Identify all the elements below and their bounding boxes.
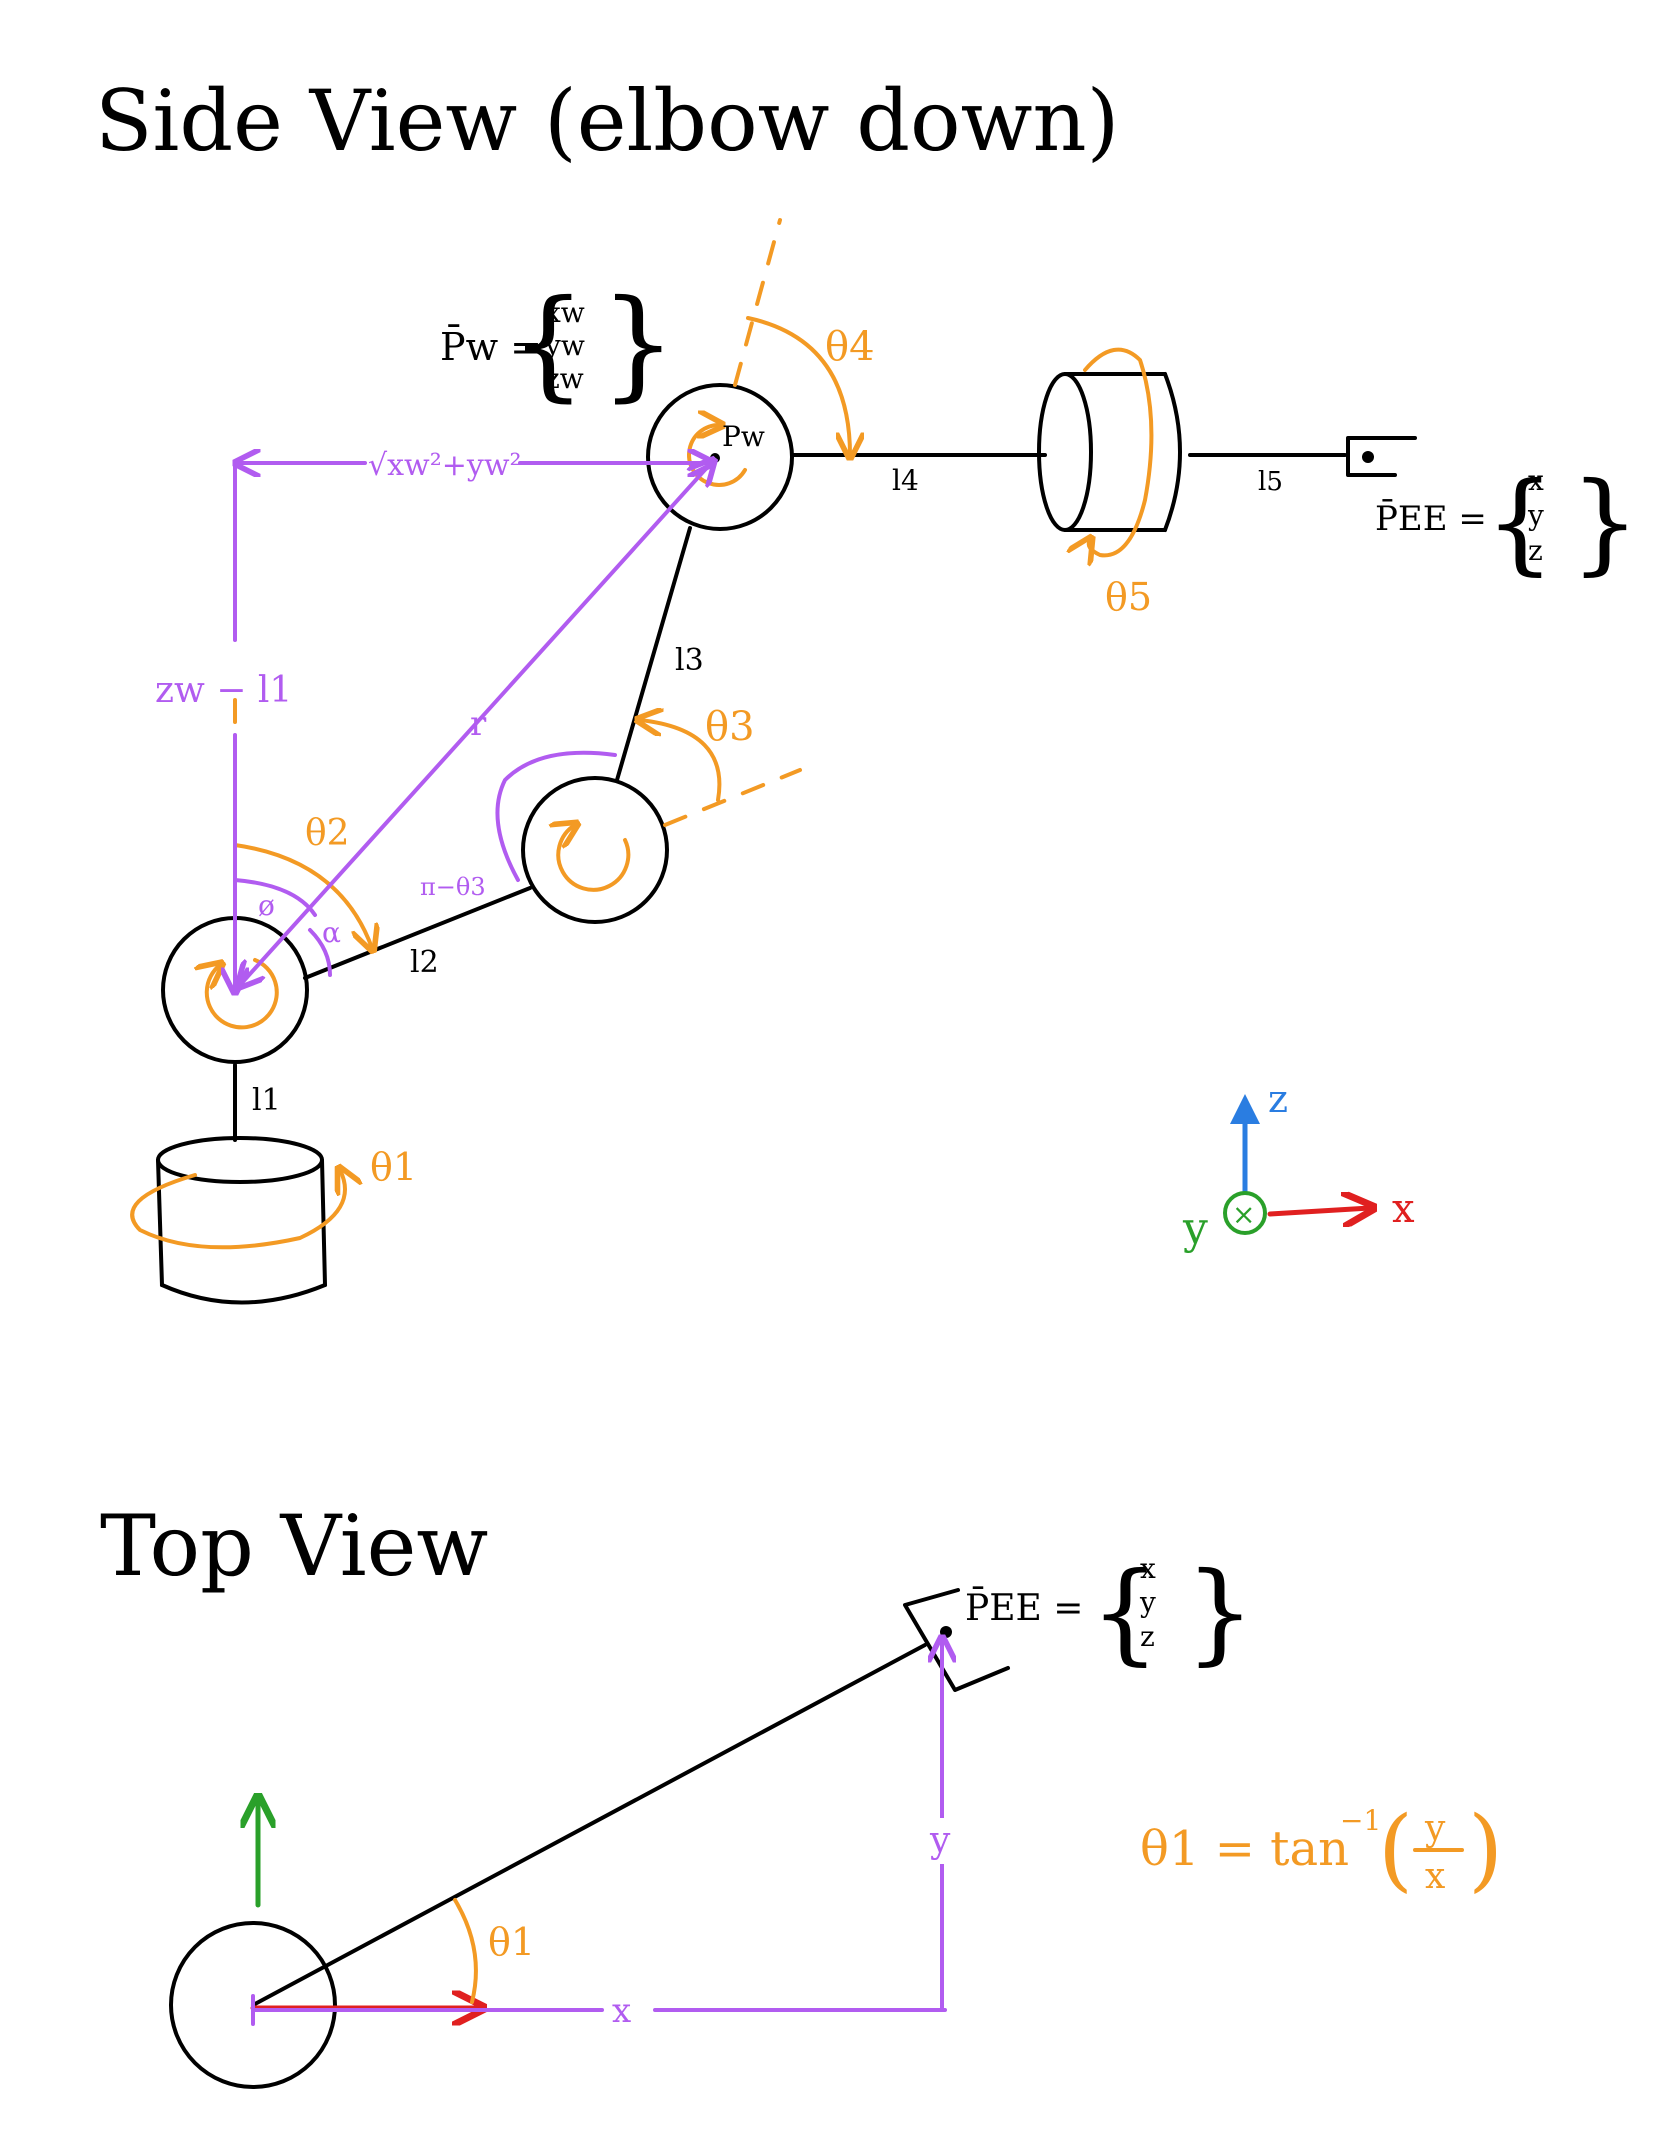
label-theta3: θ3 — [705, 704, 755, 750]
label-l1: l1 — [252, 1083, 281, 1118]
top-x-label: x — [612, 1991, 631, 2031]
elbow-joint — [521, 776, 669, 924]
label-zw-minus-l1: zw − l1 — [155, 670, 292, 711]
pee-vector-z-side: z — [1528, 534, 1543, 567]
theta1-rotation-arrow — [130, 1170, 345, 1250]
pee-brace-right-side: } — [1570, 458, 1640, 586]
pee-label-top: P̄EE = — [965, 1586, 1083, 1629]
base-cylinder — [156, 1136, 327, 1305]
label-l5: l5 — [1258, 467, 1283, 497]
pw-vector-x: xw — [545, 296, 585, 329]
pee-vector-y-side: y — [1527, 499, 1544, 532]
side-view-title: Side View (elbow down) — [95, 72, 1119, 170]
label-l3: l3 — [675, 643, 704, 678]
theta4-reference-dashed — [733, 218, 782, 387]
label-l4: l4 — [892, 464, 919, 497]
label-phi: ø — [258, 889, 275, 922]
top-theta1-label: θ1 — [488, 1920, 535, 1964]
pi-minus-theta3-arc — [495, 750, 617, 882]
theta3-reference-dashed — [663, 768, 802, 827]
y-axis-into-page-icon — [1223, 1191, 1267, 1235]
label-alpha: α — [322, 916, 341, 949]
phi-arc — [233, 878, 317, 917]
equation-lhs: θ1 = tan — [1140, 1821, 1349, 1877]
label-pi-minus-theta3: π−θ3 — [420, 873, 486, 901]
pee-brace-right-top: } — [1185, 1548, 1255, 1676]
y-label-background — [925, 1818, 961, 1864]
pee-vector-x-top: x — [1140, 1552, 1156, 1585]
x-axis-arrow — [1267, 1208, 1370, 1214]
shoulder-rotation-arrow — [207, 960, 279, 1030]
pee-vector-y-top: y — [1139, 1586, 1156, 1619]
elbow-rotation-arrow — [558, 825, 631, 892]
equation-paren-right: ) — [1468, 1797, 1503, 1902]
top-arm-line — [251, 1643, 927, 2007]
pee-vector-x-side: x — [1528, 464, 1544, 497]
theta4-arc — [746, 316, 850, 455]
equation-paren-left: ( — [1378, 1797, 1413, 1902]
label-theta2: θ2 — [305, 813, 350, 854]
y-axis-into-page-symbol: × — [1232, 1198, 1255, 1231]
label-theta4: θ4 — [825, 324, 875, 370]
pw-label: P̄w = — [440, 325, 542, 369]
equation-denominator: x — [1425, 1856, 1445, 1897]
label-theta1-side: θ1 — [370, 1145, 417, 1189]
z-axis-label: z — [1268, 1077, 1288, 1121]
y-axis-label: y — [1182, 1203, 1208, 1254]
label-pw-point: Pw — [722, 420, 765, 453]
end-effector-gripper — [1346, 436, 1417, 477]
label-sqrt: √xw²+yw² — [368, 448, 522, 483]
pee-brace-left-side: { — [1485, 458, 1555, 586]
top-base-circle — [169, 1921, 337, 2089]
equation-exponent: −1 — [1340, 1804, 1381, 1837]
top-y-label: y — [929, 1820, 951, 1861]
theta1-equation: θ1 = tan −1 ( y x ) — [1140, 1797, 1503, 1902]
label-theta5: θ5 — [1105, 575, 1152, 619]
pw-brace-right: } — [600, 275, 676, 414]
pw-vector-y: yw — [544, 329, 585, 362]
equation-numerator: y — [1424, 1808, 1446, 1849]
label-l2: l2 — [410, 945, 439, 980]
top-ee-dot — [940, 1626, 952, 1638]
pee-vector-z-top: z — [1140, 1620, 1155, 1653]
theta5-rotation-arrow — [1085, 347, 1154, 556]
top-view-title: Top View — [100, 1497, 488, 1595]
coordinate-frame: z x × y — [1182, 1077, 1415, 1254]
label-r: r — [470, 704, 487, 744]
pee-brace-left-top: { — [1090, 1548, 1160, 1676]
x-axis-label: x — [1392, 1186, 1415, 1232]
pw-brace-left: { — [510, 275, 586, 414]
r-vector-arrow — [240, 462, 712, 985]
pee-label-side: P̄EE = — [1375, 498, 1487, 539]
wrist-roll-cylinder — [1037, 372, 1182, 532]
pw-vector-z: zw — [545, 362, 584, 395]
top-theta1-arc — [453, 1898, 478, 2004]
